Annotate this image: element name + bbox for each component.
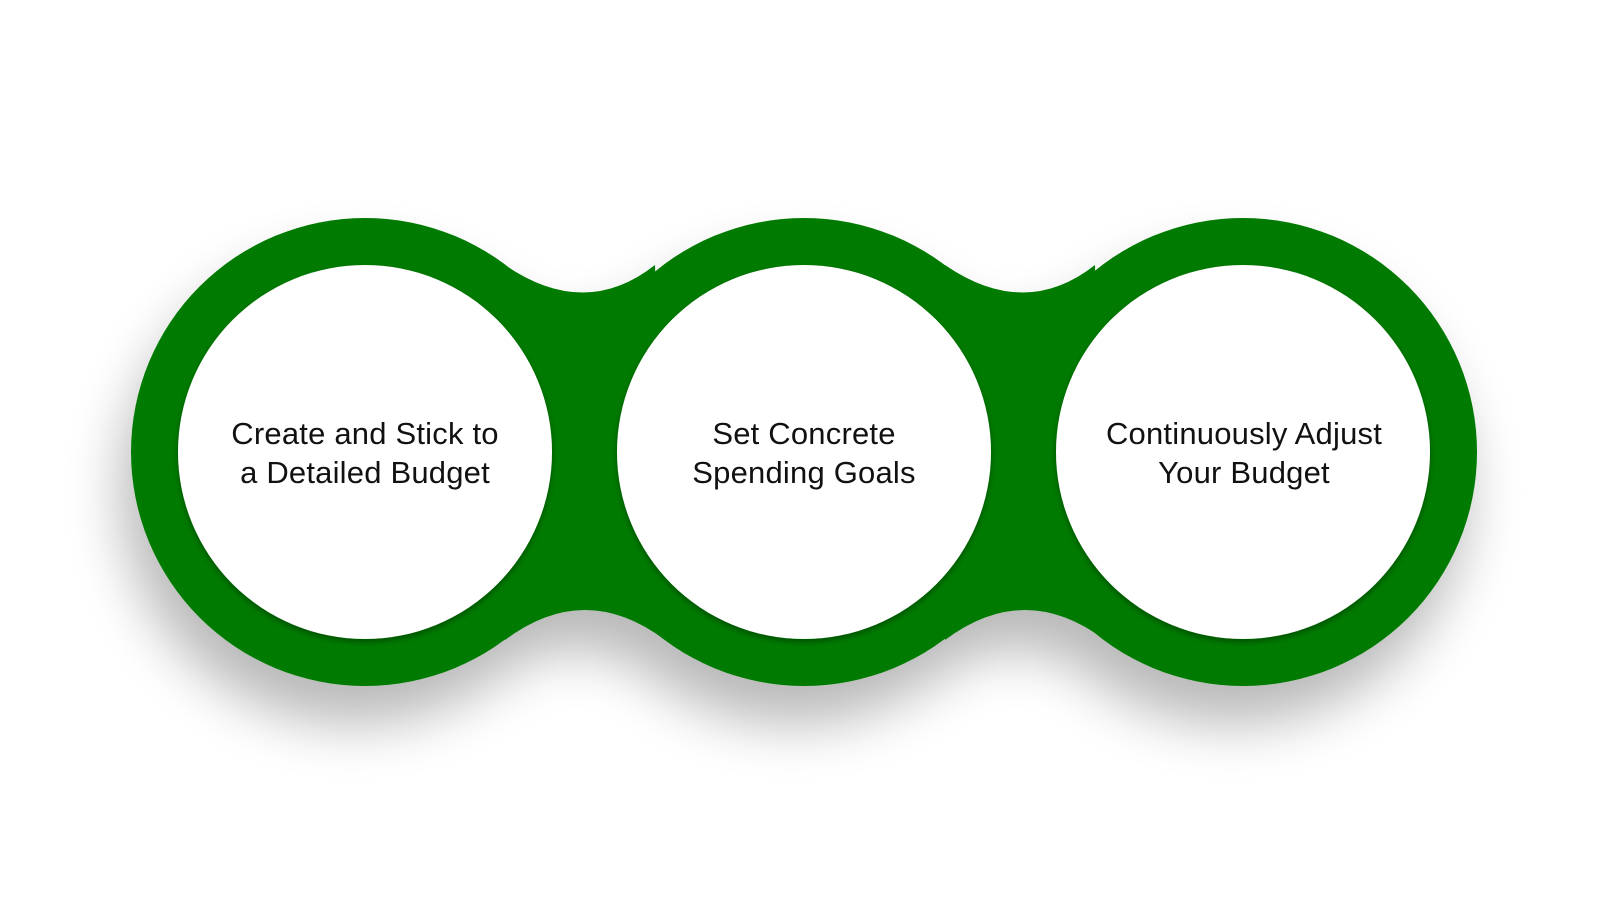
step-label-1-line-2: a Detailed Budget	[240, 455, 490, 490]
step-label-3-line-1: Continuously Adjust	[1105, 416, 1383, 451]
step-label-2: Set Concrete Spending Goals	[634, 414, 974, 492]
band-bridge-2	[945, 265, 1105, 640]
step-label-3: Continuously Adjust Your Budget	[1074, 414, 1414, 492]
step-circle-1	[178, 265, 552, 639]
step-circle-3	[1056, 265, 1430, 639]
band-bridge-1	[505, 265, 665, 640]
step-label-2-line-2: Spending Goals	[692, 455, 916, 490]
step-label-2-line-1: Set Concrete	[712, 416, 896, 451]
step-label-3-line-2: Your Budget	[1158, 455, 1330, 490]
step-label-1: Create and Stick to a Detailed Budget	[195, 414, 535, 492]
step-circles	[178, 265, 1430, 639]
step-circle-2	[617, 265, 991, 639]
step-label-1-line-1: Create and Stick to	[231, 416, 499, 451]
